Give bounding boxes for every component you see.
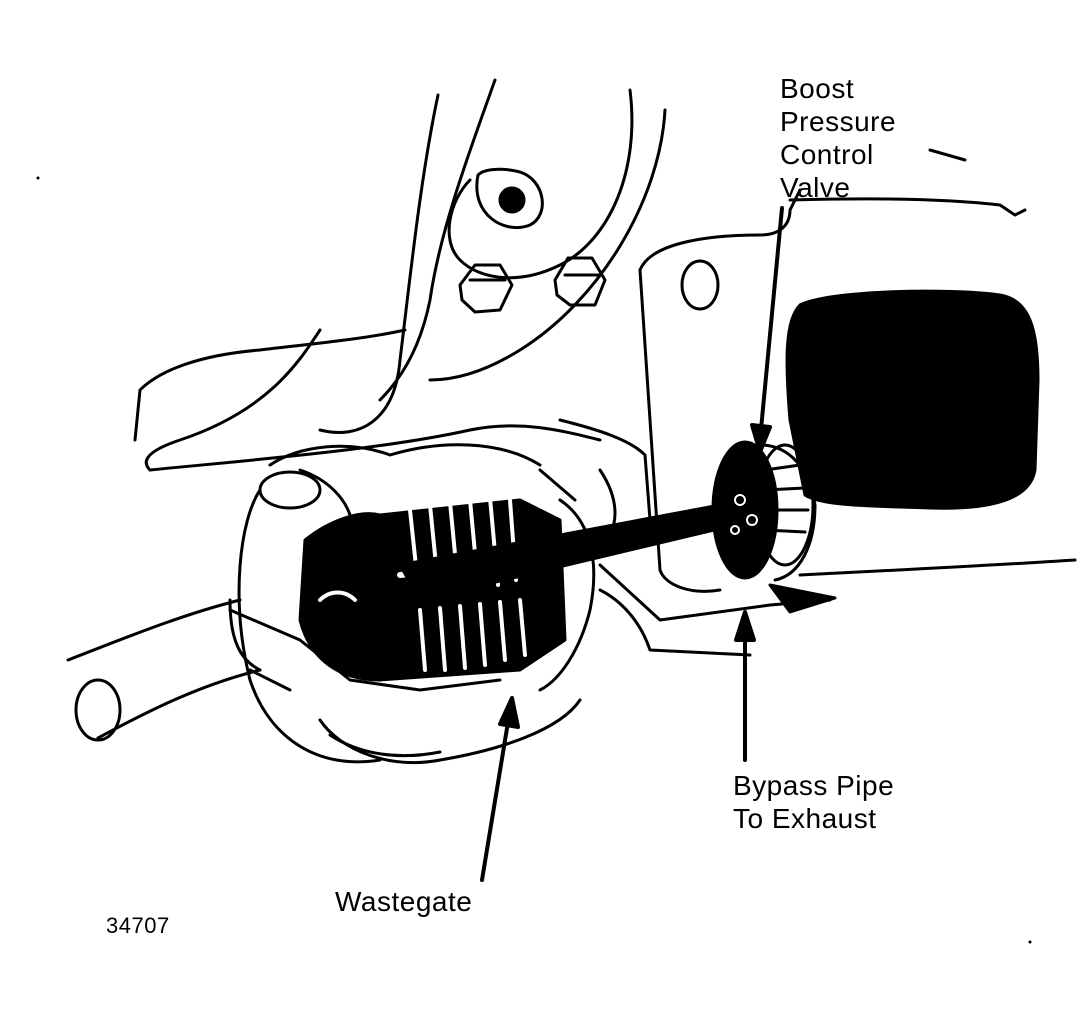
label-wastegate: Wastegate xyxy=(335,886,473,917)
arrow-wastegate xyxy=(480,708,512,882)
engine-bracket xyxy=(133,78,667,547)
arrow-bypass-pipe-head xyxy=(734,610,756,642)
mounting-plate xyxy=(638,148,1027,593)
label-boost-valve-line-1: Boost xyxy=(780,73,855,104)
label-boost-valve-line-4: Valve xyxy=(780,172,851,203)
leader-arrows xyxy=(480,206,784,882)
boost-pressure-control-valve xyxy=(711,440,817,582)
label-boost-valve-line-3: Control xyxy=(780,139,874,170)
label-boost-valve-line-2: Pressure xyxy=(780,106,897,137)
bypass-pipe xyxy=(598,563,837,622)
arrow-boost-valve xyxy=(758,206,784,442)
arrow-wastegate-head xyxy=(498,696,520,729)
dark-housing xyxy=(785,289,1040,510)
arrow-boost-valve-head xyxy=(750,423,772,454)
label-bypass-pipe-line-2: To Exhaust xyxy=(733,803,877,834)
hose xyxy=(66,598,262,742)
figure-number: 34707 xyxy=(106,913,170,938)
lower-plate-edge xyxy=(798,558,1077,577)
hex-nuts xyxy=(458,256,607,314)
wastegate-body xyxy=(228,443,752,765)
threaded-boss xyxy=(475,167,544,230)
label-bypass-pipe-line-1: Bypass Pipe xyxy=(733,770,895,801)
